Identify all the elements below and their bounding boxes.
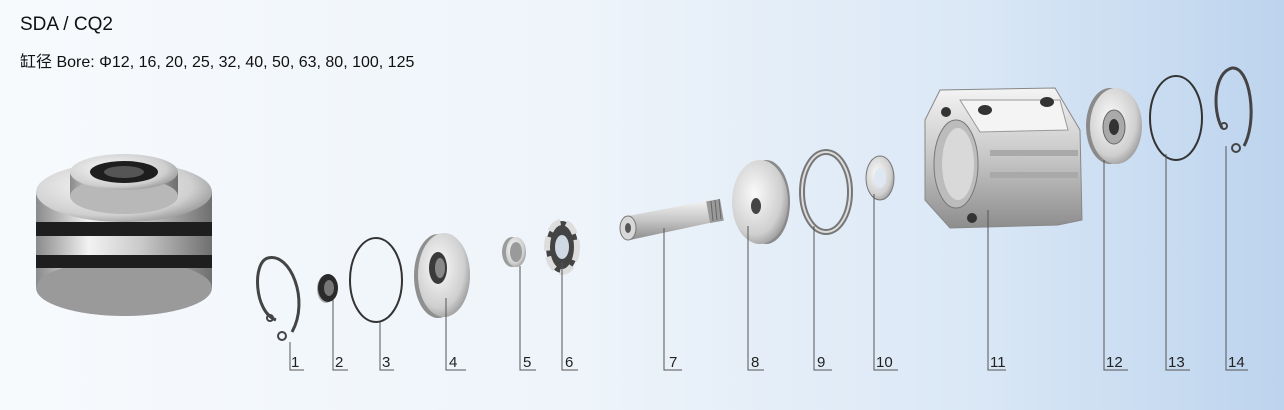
part-14-snap-ring bbox=[1214, 66, 1253, 153]
part-label-7: 7 bbox=[669, 354, 677, 371]
part-label-2: 2 bbox=[335, 354, 343, 371]
part-2-rod-seal bbox=[317, 274, 338, 303]
part-label-1: 1 bbox=[291, 354, 299, 371]
part-label-3: 3 bbox=[382, 354, 390, 371]
bore-sizes-subtitle: 缸径 Bore: Φ12, 16, 20, 25, 32, 40, 50, 63… bbox=[20, 54, 415, 71]
part-label-6: 6 bbox=[565, 354, 573, 371]
part-label-4: 4 bbox=[449, 354, 457, 371]
part-label-9: 9 bbox=[817, 354, 825, 371]
part-9-piston-seal bbox=[799, 149, 853, 235]
part-11-cylinder-body bbox=[924, 87, 1083, 229]
part-1-retaining-ring bbox=[256, 256, 301, 341]
part-7-piston-rod bbox=[619, 198, 724, 241]
part-4-bushing bbox=[414, 233, 470, 318]
part-label-8: 8 bbox=[751, 354, 759, 371]
part-label-11: 11 bbox=[990, 354, 1006, 371]
part-13-cap-o-ring bbox=[1149, 75, 1203, 161]
part-label-5: 5 bbox=[523, 354, 531, 371]
part-12-end-cap bbox=[1086, 88, 1142, 164]
part-label-12: 12 bbox=[1106, 354, 1123, 371]
leader-lines bbox=[289, 146, 1248, 371]
page-title: SDA / CQ2 bbox=[20, 14, 113, 35]
part-8-piston bbox=[732, 160, 790, 244]
part-3-o-ring bbox=[349, 237, 403, 323]
part-number-labels: 1 2 3 4 5 6 7 8 9 10 11 12 13 14 bbox=[291, 354, 1245, 371]
part-5-collar bbox=[502, 237, 526, 267]
assembled-piston-image bbox=[36, 154, 212, 316]
part-10-washer bbox=[865, 155, 895, 201]
part-label-10: 10 bbox=[876, 354, 893, 371]
part-label-14: 14 bbox=[1228, 354, 1245, 371]
part-label-13: 13 bbox=[1168, 354, 1185, 371]
